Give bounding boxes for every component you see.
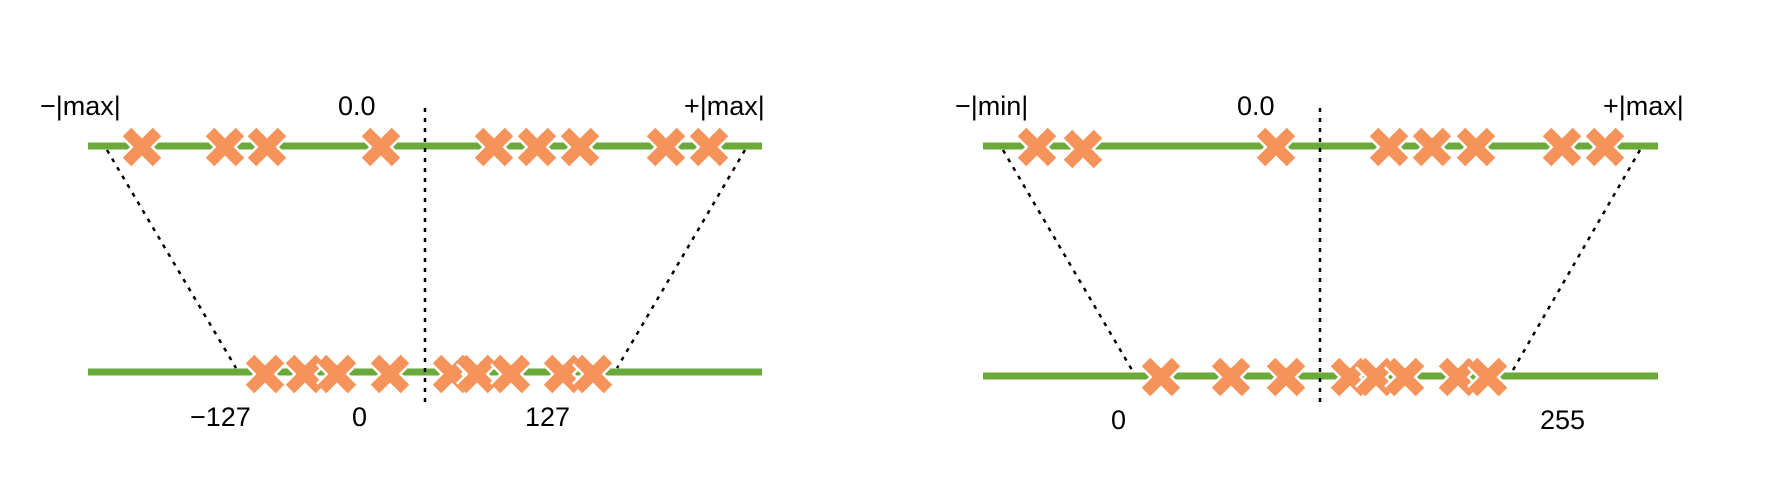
bottom-zero-label: 0 <box>1111 405 1126 435</box>
x-mark-icon <box>250 359 280 389</box>
x-mark-icon <box>375 359 405 389</box>
left-mapping-dotted-line <box>1001 149 1134 371</box>
x-mark-icon <box>1374 132 1404 162</box>
x-mark-icon <box>496 359 526 389</box>
x-mark-icon <box>1146 362 1176 392</box>
x-mark-icon <box>1068 134 1098 164</box>
bottom-zero-label: 0 <box>352 402 367 432</box>
x-mark-icon <box>1022 132 1052 162</box>
left-mapping-dotted-line <box>105 149 238 369</box>
top-left-label: −|min| <box>955 91 1028 121</box>
x-mark-icon <box>210 132 240 162</box>
bottom-min-label: −127 <box>190 402 251 432</box>
x-mark-icon <box>479 132 509 162</box>
x-mark-icon <box>1390 362 1420 392</box>
x-mark-icon <box>1216 362 1246 392</box>
x-mark-icon <box>694 132 724 162</box>
x-mark-icon <box>522 132 552 162</box>
top-center-label: 0.0 <box>338 91 376 121</box>
bottom-max-label: 127 <box>525 402 570 432</box>
x-mark-icon <box>578 359 608 389</box>
symmetric-quantization-diagram: −|max| 0.0 +|max| −127 0 127 <box>40 91 765 432</box>
x-mark-icon <box>1547 132 1577 162</box>
x-mark-icon <box>1271 362 1301 392</box>
x-mark-icon <box>651 132 681 162</box>
top-right-label: +|max| <box>684 91 765 121</box>
x-mark-icon <box>1461 132 1491 162</box>
bottom-max-label: 255 <box>1540 405 1585 435</box>
x-mark-icon <box>290 359 320 389</box>
x-mark-icon <box>366 132 396 162</box>
top-right-label: +|max| <box>1603 91 1684 121</box>
x-mark-icon <box>565 132 595 162</box>
x-mark-icon <box>1590 132 1620 162</box>
x-mark-icon <box>1261 132 1291 162</box>
x-mark-icon <box>322 359 352 389</box>
asymmetric-quantization-diagram: −|min| 0.0 +|max| 0 255 <box>955 91 1684 435</box>
x-mark-icon <box>252 132 282 162</box>
x-mark-icon <box>1417 132 1447 162</box>
top-left-label: −|max| <box>40 91 121 121</box>
x-mark-icon <box>127 132 157 162</box>
x-mark-icon <box>1473 362 1503 392</box>
x-mark-icon <box>548 359 578 389</box>
top-center-label: 0.0 <box>1237 91 1275 121</box>
right-mapping-dotted-line <box>1511 149 1642 371</box>
right-mapping-dotted-line <box>615 149 747 369</box>
x-mark-icon <box>462 359 492 389</box>
x-mark-icon <box>1443 362 1473 392</box>
